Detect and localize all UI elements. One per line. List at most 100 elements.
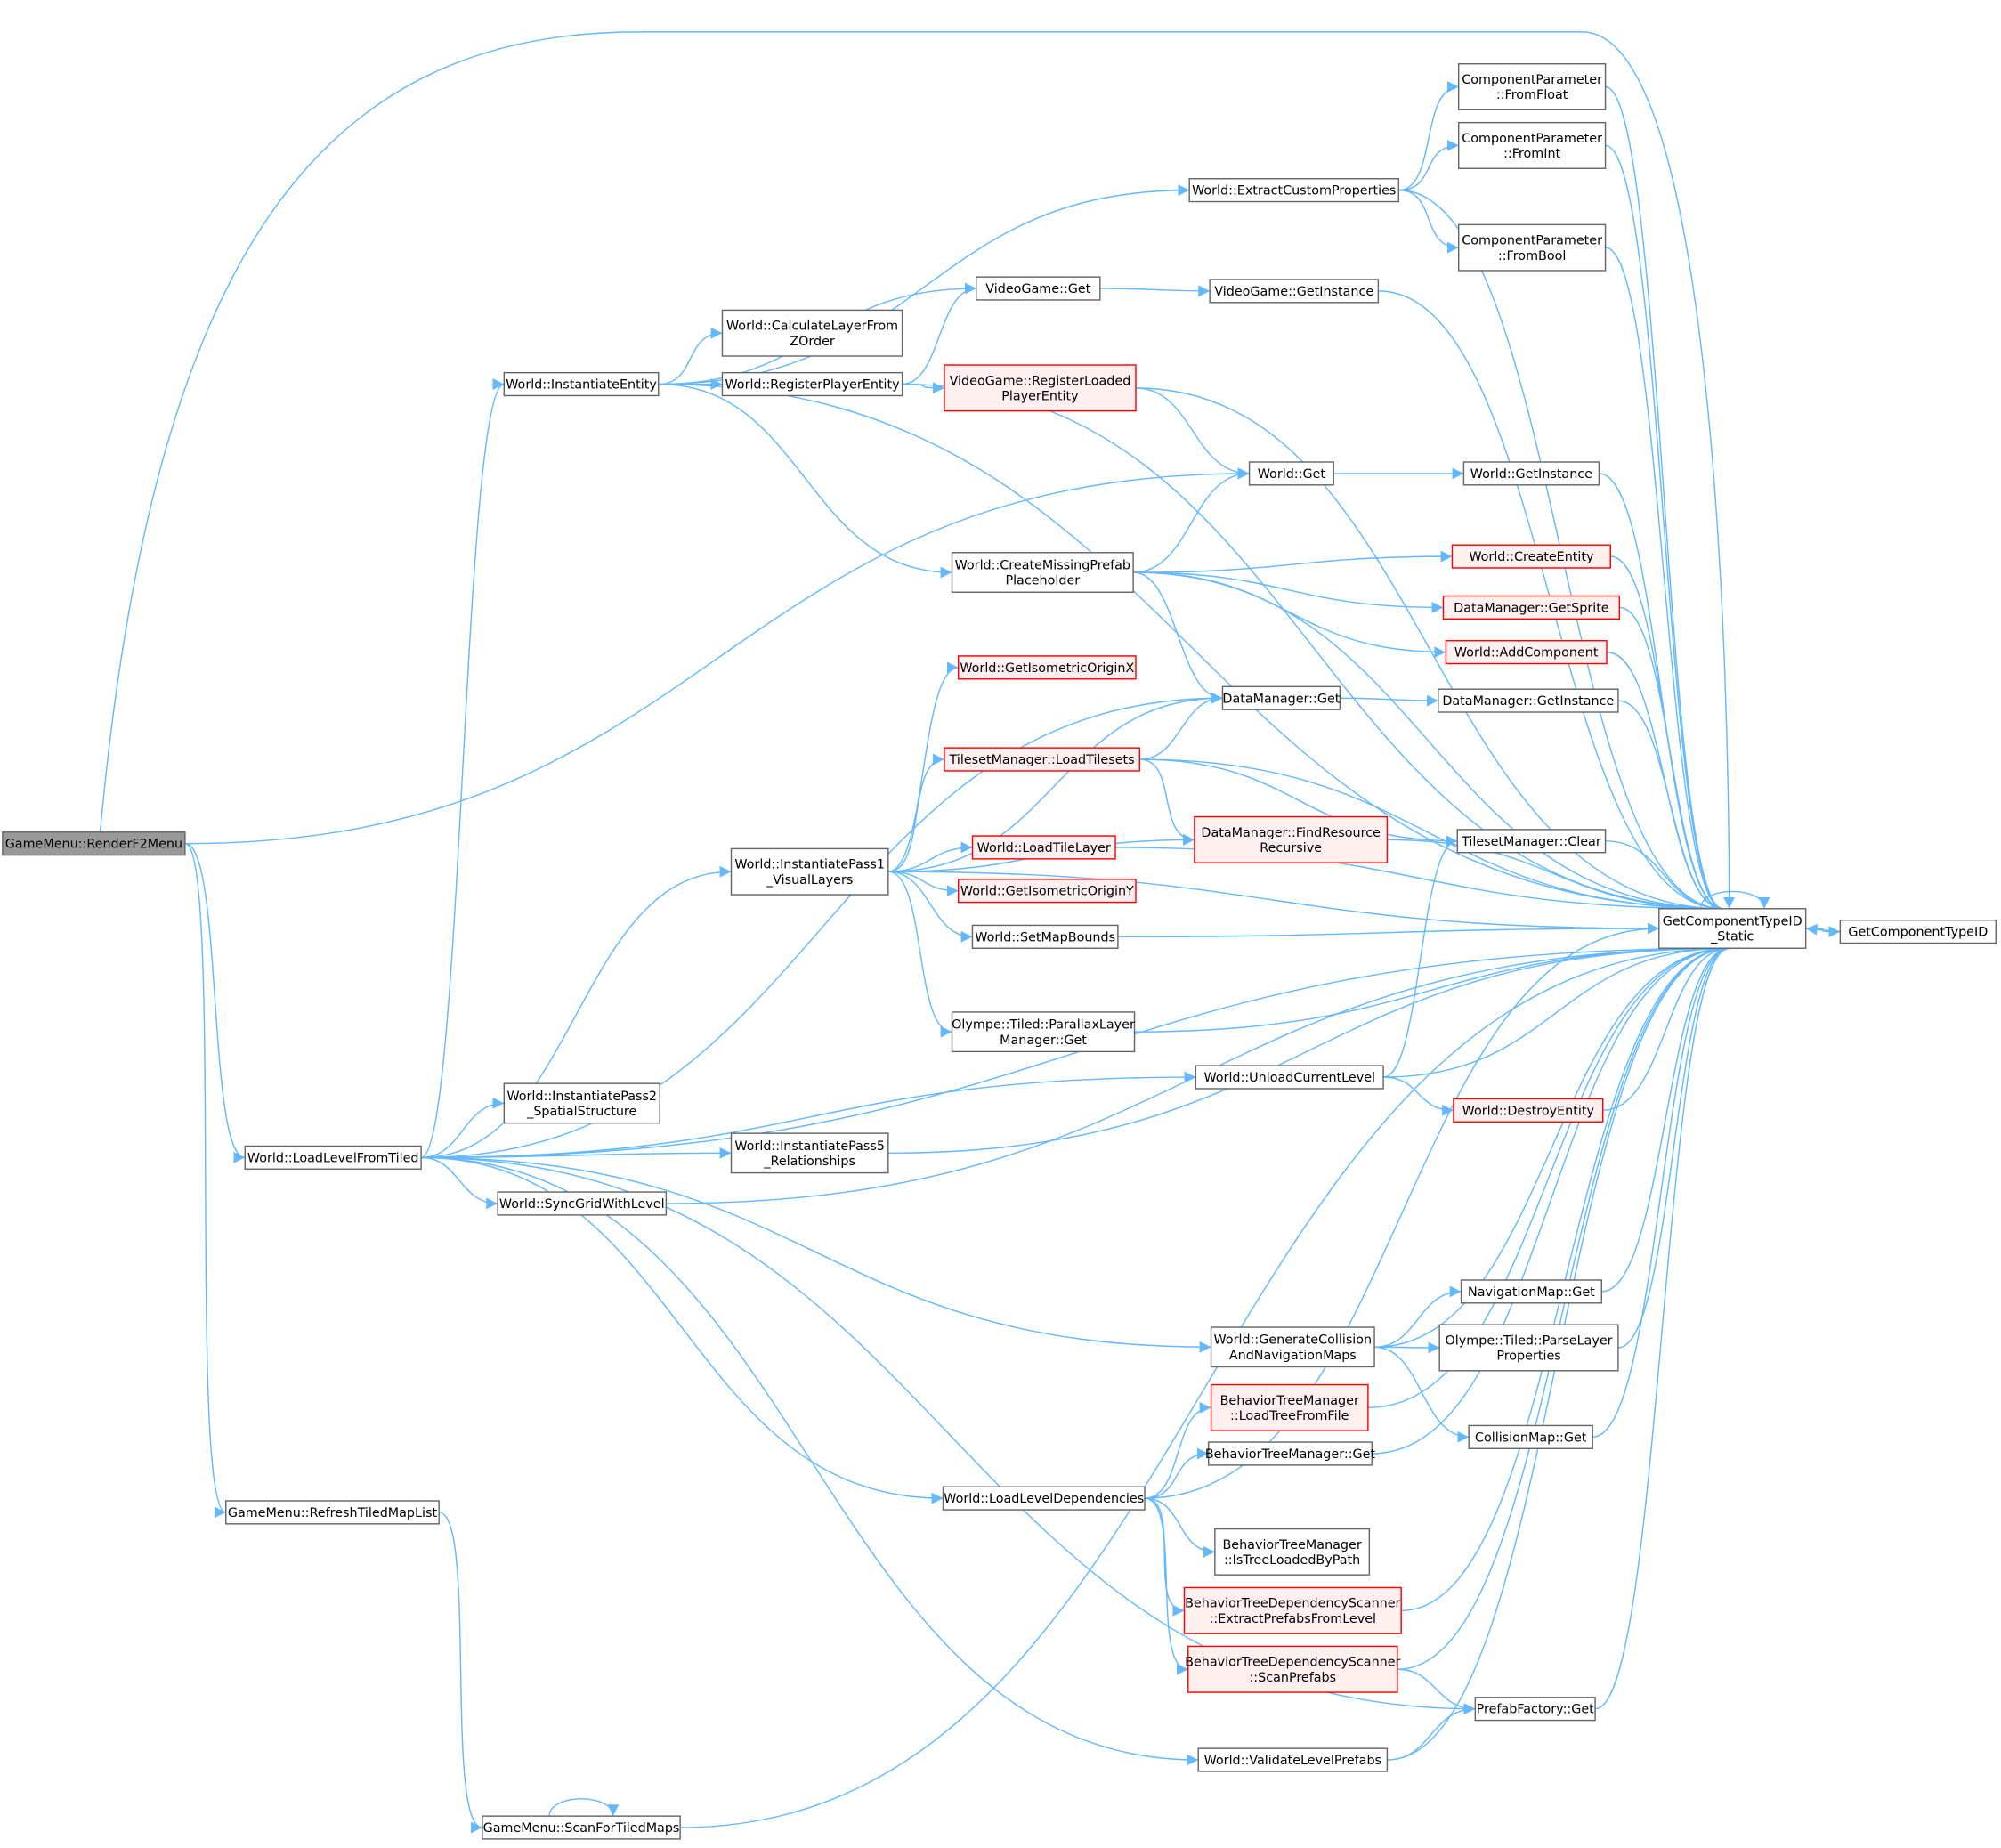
node-collGet[interactable]: CollisionMap::Get bbox=[1468, 1424, 1593, 1449]
node-box[interactable] bbox=[1221, 685, 1341, 710]
node-pass1[interactable]: World::InstantiatePass1_VisualLayers bbox=[730, 847, 889, 896]
node-setBounds[interactable]: World::SetMapBounds bbox=[971, 924, 1119, 949]
node-box[interactable] bbox=[1839, 919, 1997, 944]
node-box[interactable] bbox=[1183, 1586, 1402, 1634]
node-box[interactable] bbox=[1460, 1279, 1602, 1304]
node-scanPrefabs[interactable]: BehaviorTreeDependencyScanner::ScanPrefa… bbox=[1185, 1645, 1401, 1693]
node-regPlayer[interactable]: World::RegisterPlayerEntity bbox=[721, 371, 903, 397]
node-navGet[interactable]: NavigationMap::Get bbox=[1460, 1279, 1602, 1304]
node-box[interactable] bbox=[503, 371, 660, 397]
node-fromInt[interactable]: ComponentParameter::FromInt bbox=[1457, 121, 1607, 169]
node-box[interactable] bbox=[1209, 279, 1380, 304]
node-box[interactable] bbox=[1188, 178, 1400, 203]
node-tsClear[interactable]: TilesetManager::Clear bbox=[1456, 829, 1607, 854]
node-prefabGet[interactable]: PrefabFactory::Get bbox=[1474, 1697, 1596, 1722]
node-box[interactable] bbox=[1468, 1424, 1593, 1449]
node-loadTile[interactable]: World::LoadTileLayer bbox=[971, 835, 1116, 860]
node-box[interactable] bbox=[2, 831, 186, 856]
node-gct[interactable]: GetComponentTypeID bbox=[1839, 919, 1997, 944]
node-vgGet[interactable]: VideoGame::Get bbox=[976, 276, 1101, 301]
node-loadTilesets[interactable]: TilesetManager::LoadTilesets bbox=[944, 747, 1140, 772]
node-box[interactable] bbox=[1438, 1324, 1619, 1372]
node-renderF2[interactable]: GameMenu::RenderF2Menu bbox=[2, 831, 186, 856]
node-box[interactable] bbox=[942, 1486, 1146, 1511]
node-box[interactable] bbox=[944, 364, 1137, 412]
node-btGet[interactable]: BehaviorTreeManager::Get bbox=[1205, 1441, 1376, 1466]
node-box[interactable] bbox=[497, 1191, 668, 1216]
node-instEntity[interactable]: World::InstantiateEntity bbox=[503, 371, 660, 397]
node-syncGrid[interactable]: World::SyncGridWithLevel bbox=[497, 1191, 668, 1216]
node-box[interactable] bbox=[976, 276, 1101, 301]
node-box[interactable] bbox=[957, 879, 1137, 904]
node-worldGet[interactable]: World::Get bbox=[1248, 461, 1334, 486]
node-box[interactable] bbox=[244, 1145, 422, 1170]
node-box[interactable] bbox=[1187, 1645, 1398, 1693]
node-box[interactable] bbox=[1210, 1383, 1369, 1431]
node-box[interactable] bbox=[721, 371, 903, 397]
node-unload[interactable]: World::UnloadCurrentLevel bbox=[1195, 1065, 1384, 1090]
node-btIsLoaded[interactable]: BehaviorTreeManager::IsTreeLoadedByPath bbox=[1214, 1528, 1371, 1576]
node-worldInstance[interactable]: World::GetInstance bbox=[1462, 461, 1600, 486]
node-box[interactable] bbox=[1445, 640, 1608, 665]
node-fromBool[interactable]: ComponentParameter::FromBool bbox=[1457, 223, 1607, 272]
node-dmGet[interactable]: DataManager::Get bbox=[1221, 685, 1341, 710]
node-extractProps[interactable]: World::ExtractCustomProperties bbox=[1188, 178, 1400, 203]
node-box[interactable] bbox=[1474, 1697, 1596, 1722]
node-box[interactable] bbox=[971, 835, 1116, 860]
node-pass5[interactable]: World::InstantiatePass5_Relationships bbox=[730, 1132, 889, 1174]
node-box[interactable] bbox=[1456, 829, 1607, 854]
node-box[interactable] bbox=[951, 552, 1134, 593]
node-box[interactable] bbox=[482, 1815, 681, 1840]
node-box[interactable] bbox=[1248, 461, 1334, 486]
node-box[interactable] bbox=[1658, 908, 1807, 949]
node-box[interactable] bbox=[1453, 1098, 1604, 1123]
node-box[interactable] bbox=[730, 847, 889, 896]
node-box[interactable] bbox=[1457, 121, 1607, 169]
node-refreshList[interactable]: GameMenu::RefreshTiledMapList bbox=[225, 1500, 440, 1525]
node-destroy[interactable]: World::DestroyEntity bbox=[1453, 1098, 1604, 1123]
node-box[interactable] bbox=[721, 309, 903, 357]
node-box[interactable] bbox=[1214, 1528, 1371, 1576]
node-box[interactable] bbox=[730, 1132, 889, 1174]
node-box[interactable] bbox=[1207, 1441, 1373, 1466]
node-box[interactable] bbox=[225, 1500, 440, 1525]
node-box[interactable] bbox=[957, 655, 1137, 680]
node-box[interactable] bbox=[1457, 223, 1607, 272]
node-box[interactable] bbox=[1197, 1747, 1389, 1772]
node-box[interactable] bbox=[1210, 1326, 1375, 1368]
node-addComponent[interactable]: World::AddComponent bbox=[1445, 640, 1608, 665]
node-genColl[interactable]: World::GenerateCollisionAndNavigationMap… bbox=[1210, 1326, 1375, 1368]
node-gcts[interactable]: GetComponentTypeID_Static bbox=[1658, 908, 1807, 949]
node-fromFloat[interactable]: ComponentParameter::FromFloat bbox=[1457, 62, 1607, 111]
node-dmInstance[interactable]: DataManager::GetInstance bbox=[1438, 688, 1619, 713]
node-createEntity[interactable]: World::CreateEntity bbox=[1451, 544, 1612, 569]
node-loadLevel[interactable]: World::LoadLevelFromTiled bbox=[244, 1145, 422, 1170]
node-isoY[interactable]: World::GetIsometricOriginY bbox=[957, 879, 1137, 904]
node-box[interactable] bbox=[944, 747, 1140, 772]
node-box[interactable] bbox=[971, 924, 1119, 949]
node-loadDeps[interactable]: World::LoadLevelDependencies bbox=[942, 1486, 1146, 1511]
node-isoX[interactable]: World::GetIsometricOriginX bbox=[957, 655, 1137, 680]
node-box[interactable] bbox=[1457, 62, 1607, 111]
node-scanMaps[interactable]: GameMenu::ScanForTiledMaps bbox=[482, 1815, 681, 1840]
node-box[interactable] bbox=[951, 1011, 1136, 1053]
node-vgInstance[interactable]: VideoGame::GetInstance bbox=[1209, 279, 1380, 304]
node-btLoadTree[interactable]: BehaviorTreeManager::LoadTreeFromFile bbox=[1210, 1383, 1369, 1431]
node-extractPrefabs[interactable]: BehaviorTreeDependencyScanner::ExtractPr… bbox=[1183, 1586, 1402, 1634]
node-box[interactable] bbox=[1195, 1065, 1384, 1090]
node-pass2[interactable]: World::InstantiatePass2_SpatialStructure bbox=[503, 1082, 660, 1124]
node-box[interactable] bbox=[1438, 688, 1619, 713]
node-box[interactable] bbox=[1194, 815, 1389, 863]
node-validate[interactable]: World::ValidateLevelPrefabs bbox=[1197, 1747, 1389, 1772]
node-getSprite[interactable]: DataManager::GetSprite bbox=[1442, 595, 1621, 620]
node-box[interactable] bbox=[1442, 595, 1621, 620]
node-box[interactable] bbox=[503, 1082, 660, 1124]
node-box[interactable] bbox=[1451, 544, 1612, 569]
node-box[interactable] bbox=[1462, 461, 1600, 486]
